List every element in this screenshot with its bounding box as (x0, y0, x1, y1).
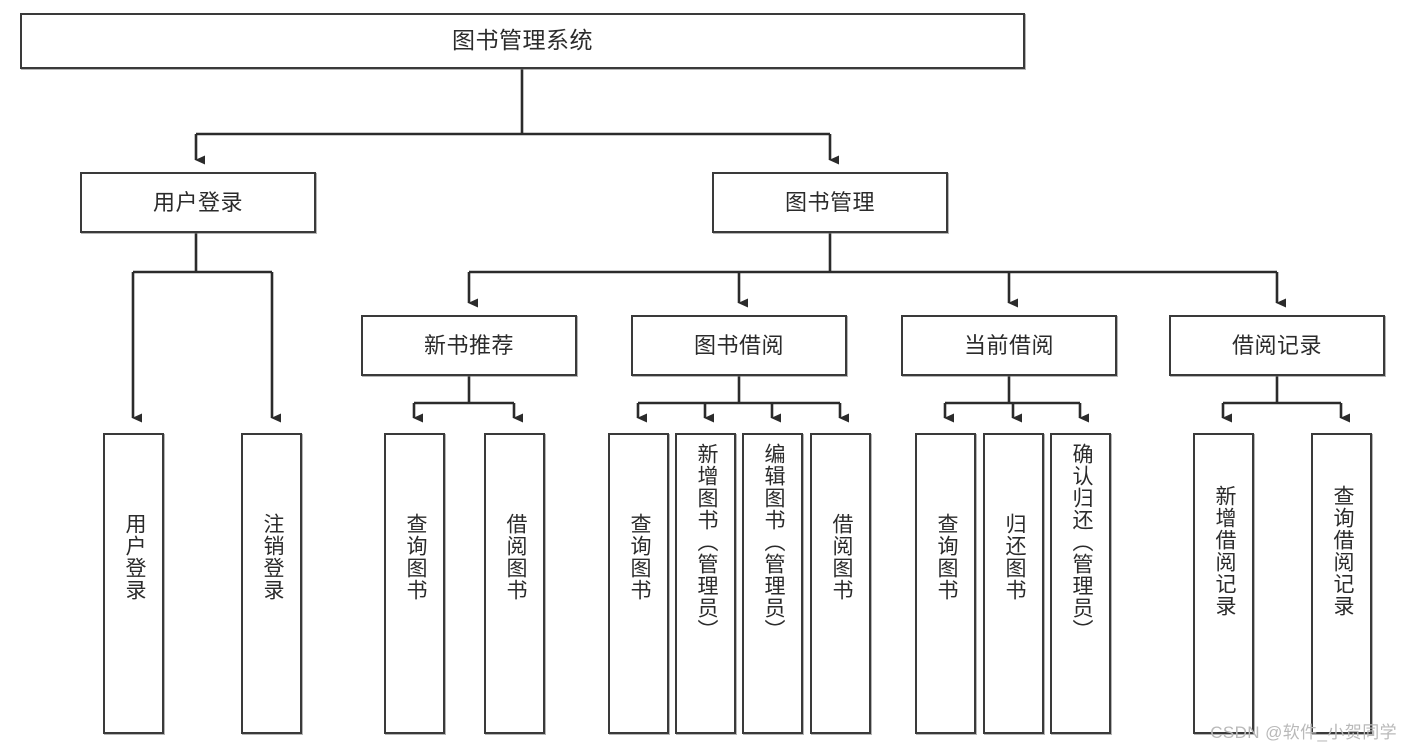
node-label: 新增图书（管理员） (694, 443, 718, 641)
node-new-book-recommend[interactable]: 新书推荐 (361, 315, 577, 376)
node-leaf-query-book-1[interactable]: 查询图书 (384, 433, 445, 734)
node-leaf-confirm-return[interactable]: 确认归还（管理员） (1050, 433, 1111, 734)
node-label: 图书管理 (784, 189, 875, 215)
node-label: 借阅图书 (829, 513, 853, 601)
node-label: 用户登录 (152, 189, 243, 215)
node-leaf-edit-book[interactable]: 编辑图书（管理员） (742, 433, 803, 734)
node-leaf-query-book-3[interactable]: 查询图书 (915, 433, 976, 734)
node-label: 查询借阅记录 (1330, 485, 1354, 617)
node-label: 新书推荐 (423, 332, 514, 358)
node-leaf-add-book[interactable]: 新增图书（管理员） (675, 433, 736, 734)
node-label: 图书管理系统 (452, 27, 593, 54)
node-label: 当前借阅 (963, 332, 1054, 358)
node-label: 查询图书 (627, 513, 651, 601)
node-label: 图书借阅 (693, 332, 784, 358)
node-root-system[interactable]: 图书管理系统 (20, 13, 1025, 69)
node-label: 新增借阅记录 (1212, 485, 1236, 617)
node-current-borrow[interactable]: 当前借阅 (901, 315, 1117, 376)
node-leaf-borrow-book-2[interactable]: 借阅图书 (810, 433, 871, 734)
node-leaf-query-record[interactable]: 查询借阅记录 (1311, 433, 1372, 734)
node-label: 注销登录 (260, 513, 284, 601)
node-leaf-borrow-book-1[interactable]: 借阅图书 (484, 433, 545, 734)
node-user-login[interactable]: 用户登录 (80, 172, 316, 233)
node-label: 借阅记录 (1231, 332, 1322, 358)
node-label: 归还图书 (1002, 513, 1026, 601)
node-leaf-user-logout[interactable]: 注销登录 (241, 433, 302, 734)
node-label: 确认归还（管理员） (1069, 443, 1093, 641)
node-label: 借阅图书 (503, 513, 527, 601)
node-leaf-return-book[interactable]: 归还图书 (983, 433, 1044, 734)
node-label: 用户登录 (122, 513, 146, 601)
watermark-text: CSDN @软件_小贺同学 (1210, 723, 1397, 742)
node-leaf-add-record[interactable]: 新增借阅记录 (1193, 433, 1254, 734)
node-book-management[interactable]: 图书管理 (712, 172, 948, 233)
node-leaf-user-login[interactable]: 用户登录 (103, 433, 164, 734)
node-label: 查询图书 (934, 513, 958, 601)
node-borrow-record[interactable]: 借阅记录 (1169, 315, 1385, 376)
node-label: 编辑图书（管理员） (761, 443, 785, 641)
node-book-borrow[interactable]: 图书借阅 (631, 315, 847, 376)
node-label: 查询图书 (403, 513, 427, 601)
node-leaf-query-book-2[interactable]: 查询图书 (608, 433, 669, 734)
